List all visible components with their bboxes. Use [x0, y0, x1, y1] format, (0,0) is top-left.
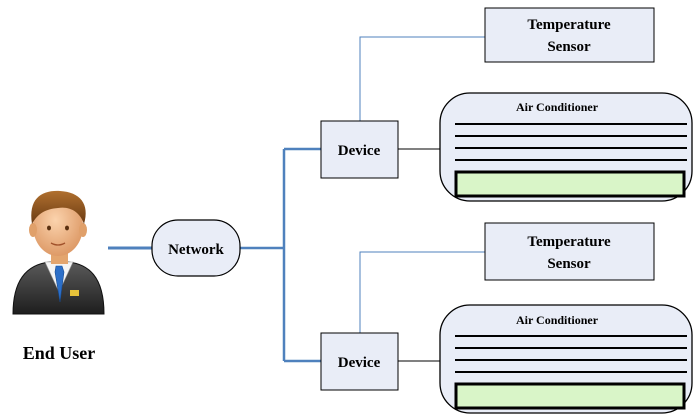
- device-1-label: Device: [338, 143, 381, 159]
- branch-2: Temperature Sensor Device Air Conditione…: [320, 222, 693, 414]
- temperature-sensor-1: Temperature Sensor: [484, 7, 655, 63]
- sensor-2-label-line1: Temperature: [527, 234, 611, 250]
- ac-1-display-panel: [454, 170, 686, 198]
- device-2-sensor-link: [359, 251, 485, 333]
- branch-1: Temperature Sensor Device Air Conditione…: [320, 7, 693, 202]
- connections: [108, 36, 485, 363]
- device-2-label: Device: [338, 355, 381, 371]
- air-conditioner-2: Air Conditioner: [439, 304, 693, 414]
- ac-2-title: Air Conditioner: [516, 313, 599, 327]
- air-conditioner-1: Air Conditioner: [439, 92, 693, 202]
- network-label: Network: [168, 242, 224, 258]
- device-2: Device: [320, 332, 399, 391]
- ac-2-display-panel: [454, 382, 686, 410]
- network-node: Network: [151, 219, 241, 277]
- temperature-sensor-2: Temperature Sensor: [484, 222, 655, 281]
- end-user-label: End User: [23, 343, 96, 363]
- device-1: Device: [320, 120, 399, 179]
- businessman-avatar-icon: [12, 190, 105, 315]
- end-user: End User: [12, 190, 105, 363]
- device-1-sensor-link: [359, 36, 485, 121]
- sensor-1-label-line1: Temperature: [527, 17, 611, 33]
- sensor-1-label-line2: Sensor: [547, 39, 591, 55]
- sensor-2-label-line2: Sensor: [547, 256, 591, 272]
- ac-1-title: Air Conditioner: [516, 100, 599, 114]
